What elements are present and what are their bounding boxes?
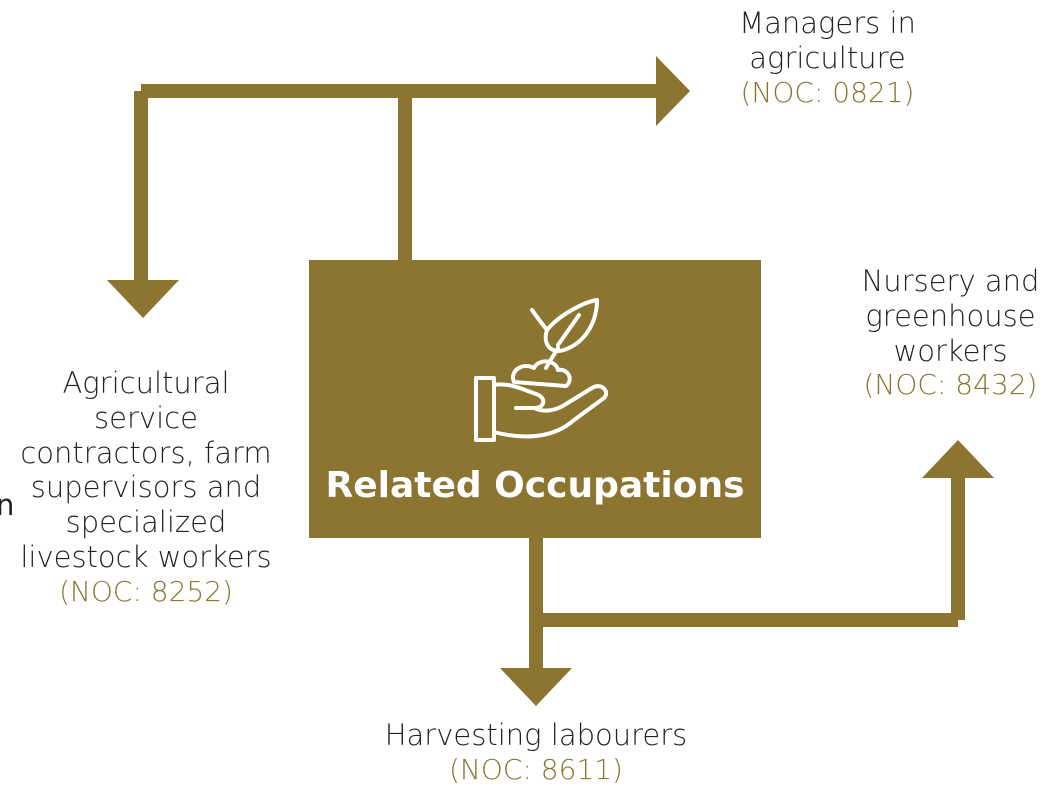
arrowhead-agricultural: [107, 280, 179, 318]
occupation-name: Nursery and greenhouse workers: [861, 264, 1040, 368]
occupation-name: Managers in agriculture: [739, 6, 916, 75]
stray-text: n: [0, 488, 15, 522]
arrowhead-harvesting: [500, 668, 572, 706]
plant-in-hand-icon: [474, 298, 609, 442]
occupation-agricultural: Agricultural service contractors, farm s…: [12, 366, 280, 608]
occupation-name: Harvesting labourers: [384, 718, 688, 752]
occupation-code: (NOC: 8252): [59, 574, 233, 608]
occupation-harvesting: Harvesting labourers (NOC: 8611): [360, 718, 712, 786]
occupation-code: (NOC: 8432): [863, 368, 1038, 402]
occupation-nursery: Nursery and greenhouse workers (NOC: 843…: [848, 264, 1053, 402]
arrowhead-nursery: [922, 440, 994, 478]
occupation-name: Agricultural service contractors, farm s…: [20, 366, 272, 574]
occupation-code: (NOC: 0821): [740, 75, 915, 109]
occupation-managers: Managers in agriculture (NOC: 0821): [700, 6, 955, 109]
center-title: Related Occupations: [325, 465, 745, 506]
related-occupations-box: Related Occupations: [309, 260, 761, 538]
arrowhead-managers: [656, 56, 690, 126]
occupation-code: (NOC: 8611): [449, 752, 623, 786]
